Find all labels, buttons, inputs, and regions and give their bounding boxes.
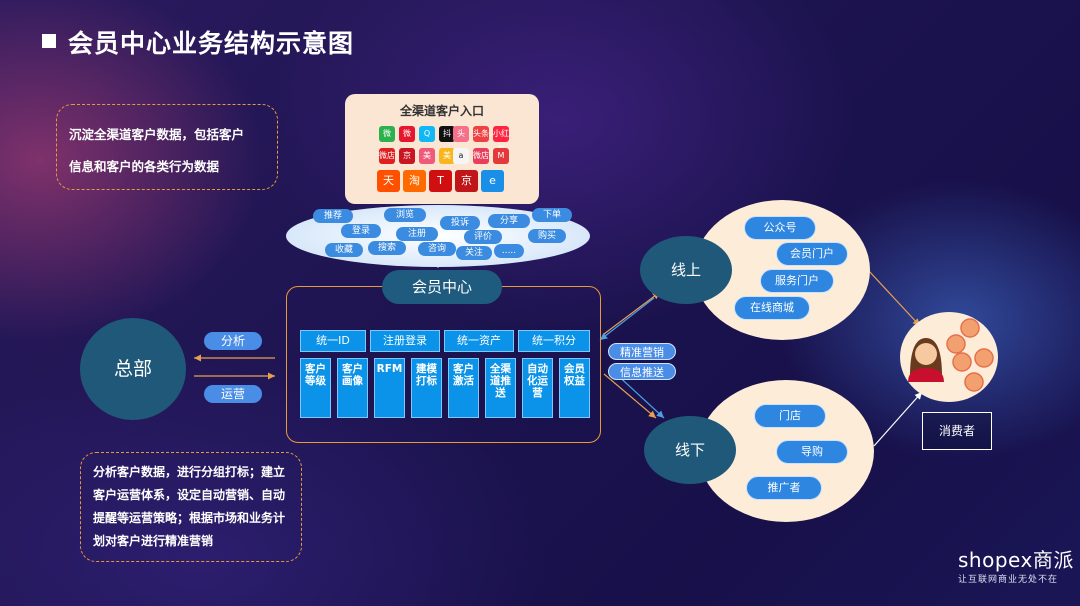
member-center-label: 会员中心 <box>382 270 502 304</box>
shopex-logo: shopex商派 <box>958 548 1074 572</box>
column-rfm: RFM <box>374 358 405 418</box>
column-automation: 自动化运营 <box>522 358 553 418</box>
online-item-member-portal: 会员门户 <box>776 242 848 266</box>
wechat-icon: 微 <box>379 126 395 142</box>
column-model-tagging: 建模打标 <box>411 358 442 418</box>
operation-note: 分析客户数据，进行分组打标；建立 客户运营体系，设定自动营销、自动 提醒等运营策… <box>80 452 302 562</box>
behavior-tag: ..... <box>494 244 524 258</box>
note-line: 划对客户进行精准营销 <box>93 534 214 548</box>
tmall-cat-icon: T <box>429 170 452 192</box>
offline-item-guide: 导购 <box>776 440 848 464</box>
qq-icon: Q <box>419 126 435 142</box>
header-unified-id: 统一ID <box>300 330 366 352</box>
shopex-slogan: 让互联网商业无处不在 <box>958 575 1059 585</box>
note-line: 分析客户数据，进行分组打标；建立 <box>93 465 286 479</box>
note-line: 沉淀全渠道客户数据，包括客户 <box>69 127 245 142</box>
note-line: 信息和客户的各类行为数据 <box>69 159 220 174</box>
weibo-icon: 微 <box>399 126 415 142</box>
member-center-box <box>286 286 601 443</box>
people-group-icon <box>946 318 994 392</box>
header-unified-assets: 统一资产 <box>444 330 514 352</box>
title-bullet <box>42 34 56 48</box>
offline-item-promoter: 推广者 <box>746 476 822 500</box>
channel-entry-title: 全渠道客户入口 <box>399 104 484 118</box>
behavior-tag: 注册 <box>396 227 438 241</box>
headquarters-node: 总部 <box>80 318 186 420</box>
data-collection-note: 沉淀全渠道客户数据，包括客户 信息和客户的各类行为数据 <box>56 104 278 190</box>
online-node: 线上 <box>640 236 732 304</box>
weidian2-icon: 微店 <box>473 148 489 164</box>
taobao-icon: 淘 <box>403 170 426 192</box>
behavior-tag: 登录 <box>341 224 381 238</box>
behavior-tag: 咨询 <box>418 242 456 256</box>
column-customer-profile: 客户画像 <box>337 358 368 418</box>
amazon-icon: a <box>453 148 469 164</box>
channel-entry-box: 全渠道客户入口 微 微 Q 抖 头 头条 小红书 微店 京 美 美 a 微店 M… <box>345 94 539 204</box>
note-line: 客户运营体系，设定自动营销、自动 <box>93 488 286 502</box>
jd-dog-icon: 京 <box>455 170 478 192</box>
behavior-tag: 购买 <box>528 229 566 243</box>
consumer-avatar-icon <box>908 338 944 382</box>
precise-marketing-pill: 精准营销 <box>608 343 676 360</box>
page-title: 会员中心业务结构示意图 <box>68 29 355 58</box>
weidian-icon: 微店 <box>379 148 395 164</box>
column-omnichannel-push: 全渠道推送 <box>485 358 516 418</box>
ele-icon: e <box>481 170 504 192</box>
behavior-tag: 分享 <box>488 214 530 228</box>
douyin-icon: 抖 <box>439 126 455 142</box>
behavior-tag: 推荐 <box>313 209 353 223</box>
header-register-login: 注册登录 <box>370 330 440 352</box>
operate-pill: 运营 <box>204 385 262 403</box>
column-customer-level: 客户等级 <box>300 358 331 418</box>
column-customer-activation: 客户激活 <box>448 358 479 418</box>
note-line: 提醒等运营策略；根据市场和业务计 <box>93 511 286 525</box>
column-member-benefits: 会员权益 <box>559 358 590 418</box>
meilishuo-icon: 美 <box>419 148 435 164</box>
online-item-service-portal: 服务门户 <box>760 269 834 293</box>
online-item-official-account: 公众号 <box>744 216 816 240</box>
online-item-online-mall: 在线商城 <box>734 296 810 320</box>
offline-node: 线下 <box>644 416 736 484</box>
behavior-tag: 关注 <box>456 246 492 260</box>
jd-icon: 京 <box>399 148 415 164</box>
toutiao-icon: 头 <box>453 126 469 142</box>
offline-item-store: 门店 <box>754 404 826 428</box>
info-push-pill: 信息推送 <box>608 363 676 380</box>
meituan-icon: 美 <box>439 148 455 164</box>
behavior-tag: 评价 <box>464 230 502 244</box>
behavior-tag: 投诉 <box>440 216 480 230</box>
behavior-tag: 收藏 <box>325 243 363 257</box>
xiaohongshu-icon: 小红书 <box>493 126 509 154</box>
behavior-tag: 浏览 <box>384 208 426 222</box>
behavior-tag: 下单 <box>532 208 572 222</box>
tmall-icon: 天 <box>377 170 400 192</box>
gmail-icon: M <box>493 148 509 164</box>
header-unified-points: 统一积分 <box>518 330 590 352</box>
toutiao-news-icon: 头条 <box>473 126 489 142</box>
analyze-pill: 分析 <box>204 332 262 350</box>
behavior-tag: 搜索 <box>368 241 406 255</box>
consumer-label: 消费者 <box>922 412 992 450</box>
